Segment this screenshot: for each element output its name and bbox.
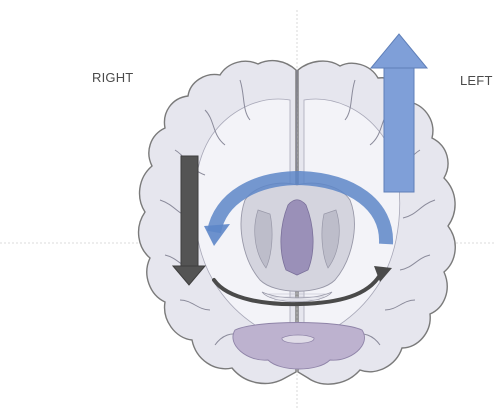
right-side-label: RIGHT	[92, 70, 133, 85]
pons	[282, 335, 314, 343]
left-side-label: LEFT	[460, 73, 493, 88]
ventricles	[281, 200, 313, 275]
